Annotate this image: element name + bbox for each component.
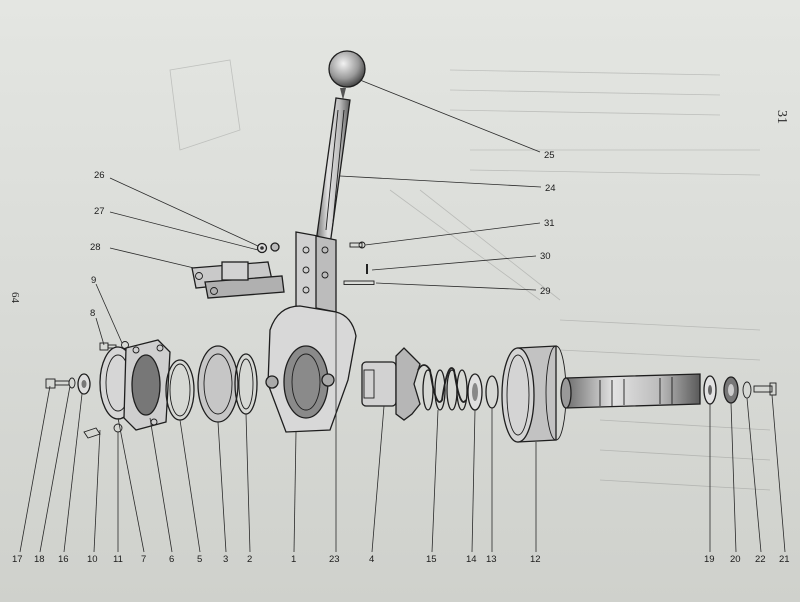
part-splined-shaft (560, 373, 701, 409)
part-18-washer (68, 377, 76, 389)
callout-18: 18 (34, 554, 45, 565)
callout-29: 29 (540, 286, 551, 297)
callout-24: 24 (545, 183, 556, 194)
part-28-link-bracket (191, 261, 285, 299)
callout-1: 1 (291, 554, 296, 565)
part-9-washer (121, 341, 129, 349)
part-15-spring (417, 364, 468, 411)
callout-31: 31 (544, 218, 555, 229)
bleed-through-background (169, 59, 771, 491)
callout-12: 12 (530, 554, 541, 565)
callout-25: 25 (544, 150, 555, 161)
part-19-washer (703, 375, 717, 405)
part-1-fork-body (265, 305, 357, 433)
part-6-flange-plate (123, 339, 171, 431)
callout-19: 19 (704, 554, 715, 565)
part-23-fork-uprights (295, 231, 337, 313)
callout-17: 17 (12, 554, 23, 565)
part-26-27-nut-washer (256, 242, 280, 254)
callout-21: 21 (779, 554, 790, 565)
part-12-drum (501, 345, 567, 443)
part-8-bolt (99, 342, 117, 351)
part-22-washer (742, 381, 752, 399)
callout-8: 8 (90, 308, 95, 319)
callout-16: 16 (58, 554, 69, 565)
callout-7: 7 (141, 554, 146, 565)
part-20-nut (723, 376, 739, 404)
callout-23: 23 (329, 554, 340, 565)
callout-14: 14 (466, 554, 477, 565)
callout-20: 20 (730, 554, 741, 565)
part-14-washer (467, 373, 483, 411)
callout-labels: 25 24 26 27 31 28 30 29 9 8 17 18 16 10 … (12, 150, 790, 565)
part-16-ring (77, 373, 91, 395)
page-number-right: 31 (774, 110, 789, 124)
callout-22: 22 (755, 554, 766, 565)
callout-11: 11 (113, 554, 123, 565)
leader-lines (19, 79, 786, 553)
callout-2: 2 (247, 554, 252, 565)
callout-30: 30 (540, 251, 551, 262)
callout-26: 26 (94, 170, 105, 181)
part-21-bolt (753, 382, 777, 396)
callout-13: 13 (486, 554, 497, 565)
part-5-ring (165, 359, 195, 421)
part-17-bolt (45, 378, 70, 389)
part-29-rod (343, 280, 375, 285)
part-3-collar (197, 345, 239, 423)
callout-15: 15 (426, 554, 437, 565)
callout-27: 27 (94, 206, 105, 217)
part-10-bolt (83, 427, 101, 439)
callout-6: 6 (169, 554, 174, 565)
part-31-bolt (349, 241, 366, 249)
callout-5: 5 (197, 554, 202, 565)
callout-9: 9 (91, 275, 96, 286)
callout-3: 3 (223, 554, 228, 565)
part-4-sprocket-hub (361, 347, 421, 421)
callout-4: 4 (369, 554, 374, 565)
part-24-lever-rod (315, 88, 351, 246)
callout-28: 28 (90, 242, 101, 253)
callout-10: 10 (87, 554, 98, 565)
page-number-left: 64 (9, 292, 21, 304)
part-25-knob (328, 50, 366, 88)
part-13-circlip (485, 375, 499, 409)
